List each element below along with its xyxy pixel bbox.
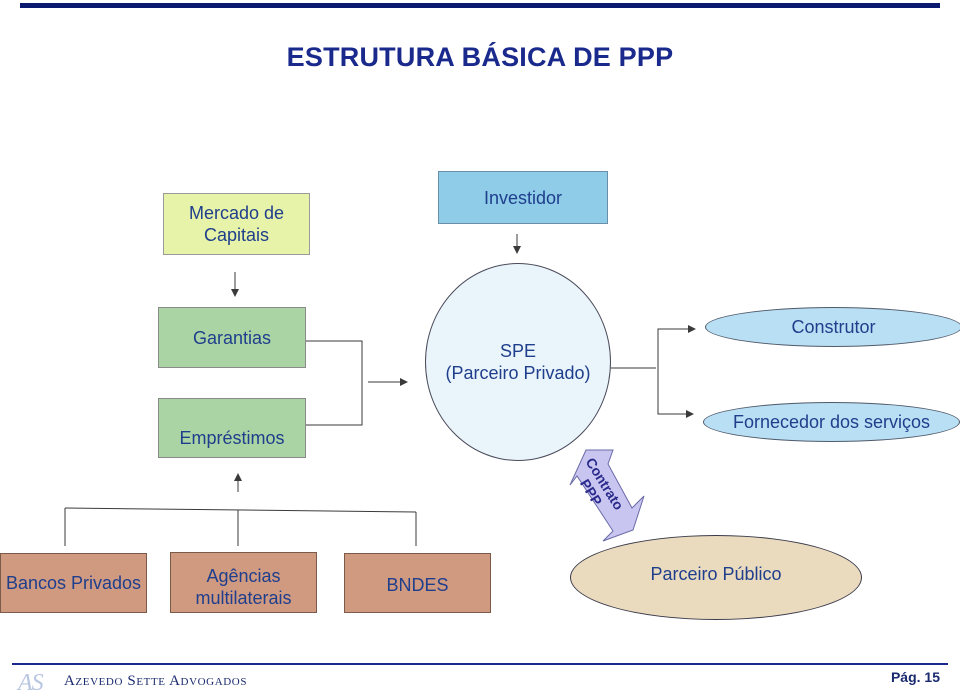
- emprestimos-label: Empréstimos: [179, 428, 285, 448]
- firm-logo-icon: AS: [18, 670, 44, 696]
- page-title: ESTRUTURA BÁSICA DE PPP: [286, 42, 674, 72]
- investidor-label: Investidor: [483, 187, 563, 208]
- agencias-line2: multilaterais: [195, 587, 292, 608]
- spe-line1: SPE: [499, 341, 537, 361]
- mercado-de-capitais-box: Mercado de Capitais: [163, 193, 310, 255]
- construtor-label: Construtor: [791, 316, 876, 337]
- bndes-label: BNDES: [386, 575, 449, 595]
- agencias-multilaterais-box: Agências multilaterais: [170, 552, 317, 613]
- spe-line2: (Parceiro Privado): [445, 363, 591, 383]
- garantias-box: Garantias: [158, 307, 306, 368]
- spe-circle: SPE (Parceiro Privado): [425, 263, 611, 461]
- construtor-ellipse: Construtor: [705, 307, 960, 347]
- parceiro-publico-ellipse: Parceiro Público: [570, 535, 862, 620]
- bracket-garantias: [306, 340, 363, 426]
- bancos-privados-box: Bancos Privados: [0, 553, 147, 613]
- firm-name: Azevedo Sette Advogados: [64, 673, 248, 689]
- investidor-box: Investidor: [438, 171, 608, 224]
- emprestimos-box: Empréstimos: [158, 398, 306, 458]
- bancos-label: Bancos Privados: [5, 573, 142, 593]
- funders-bar: [64, 507, 417, 513]
- parceiro-publico-label: Parceiro Público: [650, 564, 782, 584]
- garantias-label: Garantias: [192, 327, 272, 348]
- mercado-line1: Mercado de: [188, 203, 285, 223]
- footer-rule: [12, 663, 948, 665]
- top-rule: [20, 3, 940, 8]
- fornecedor-ellipse: Fornecedor dos serviços: [703, 402, 960, 442]
- agencias-line1: Agências: [206, 565, 281, 586]
- fork-vertical: [657, 328, 695, 415]
- contrato-ppp-arrow: [569, 449, 645, 542]
- fornecedor-label: Fornecedor dos serviços: [732, 411, 931, 432]
- bndes-box: BNDES: [344, 553, 491, 613]
- page-number: Pág. 15: [890, 669, 940, 685]
- mercado-line2: Capitais: [203, 225, 270, 245]
